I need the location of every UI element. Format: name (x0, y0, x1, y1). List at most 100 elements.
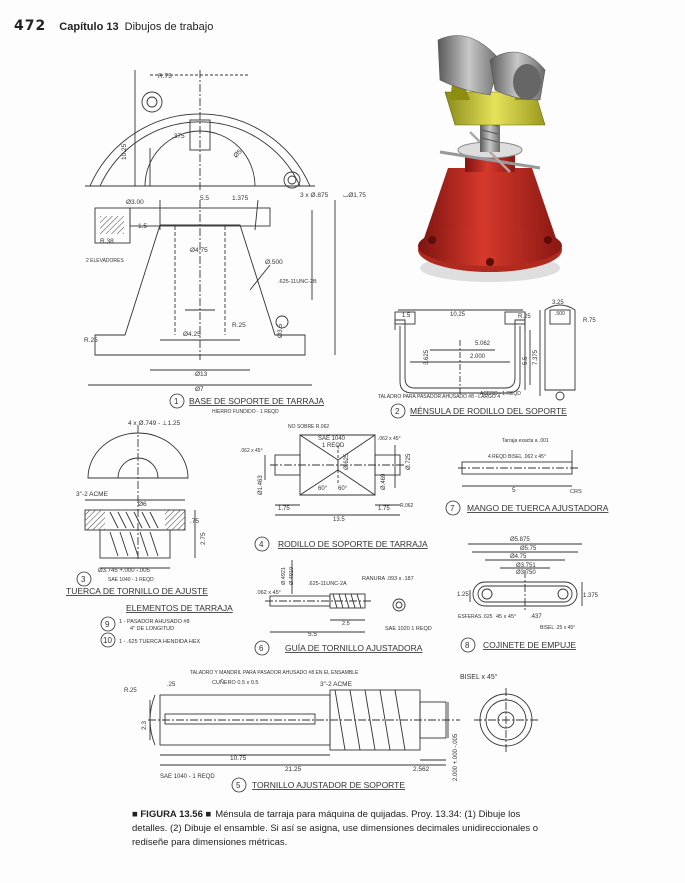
page-number: 472 (14, 18, 47, 34)
dim: R.25 (232, 322, 246, 329)
dim: Ø.625 (344, 453, 350, 470)
dim: R.062 (400, 503, 414, 509)
dim: .75 (190, 518, 199, 525)
dim: 4 REQD BISEL .062 x 45° (488, 454, 546, 460)
part-title: TUERCA DE TORNILLO DE AJUSTE (66, 586, 208, 596)
item-text: 1 - PASADOR AHUSADO #8 (119, 619, 190, 625)
dim: Ø4.25 (183, 331, 201, 338)
part-7-handle-drawing (458, 450, 578, 487)
dim: ⌴Ø1.75 (343, 192, 366, 199)
dim: R.75 (583, 318, 596, 324)
part-1-base-drawing (85, 70, 336, 386)
dim: 3"-2 ACME (76, 491, 109, 498)
part-8-label: 8 COJINETE DE EMPUJE (460, 637, 576, 653)
part-3-dimensions: 4 x Ø.749 - ⊥1.25 3"-2 ACME Ø6 .75 2.75 … (76, 420, 207, 583)
part-number: 1 (174, 397, 179, 406)
note: ACERO - 1 REQD (480, 391, 521, 397)
chapter-title: Dibujos de trabajo (124, 21, 214, 33)
item-number: 9 (105, 620, 110, 629)
dim: CUÑERO 0.5 x 0.5 (212, 679, 258, 686)
dim: BISEL x 45° (460, 673, 498, 681)
dim: 2.5 (342, 621, 350, 627)
dim: 10.25 (121, 143, 128, 160)
dim: 10.25 (450, 312, 466, 318)
dim: .062 x 45° (256, 590, 281, 596)
part-title: BASE DE SOPORTE DE TARRAJA (189, 396, 324, 406)
item-number: 10 (103, 636, 112, 645)
dim: R.25 (84, 337, 98, 344)
dim: 60° (318, 486, 328, 492)
dim: .625-11UNC-2B (278, 279, 317, 285)
dim: 1.75 (278, 506, 290, 512)
part-8-dimensions: Ø5.875 Ø5.75 Ø4.75 Ø3.751 Ø3.750 1.25 1.… (457, 537, 599, 631)
dim: Ø3.00 (126, 199, 144, 206)
part-number: 5 (236, 781, 241, 790)
dim: Ø1.463 (258, 475, 264, 495)
dim: 5 (512, 487, 516, 494)
dim: 21.25 (285, 766, 302, 773)
dim: 7.375 (533, 349, 539, 365)
dim: Ø5 (232, 148, 243, 159)
dim: R.25 (518, 314, 531, 320)
part-title: RODILLO DE SOPORTE DE TARRAJA (278, 539, 428, 549)
dim: 2.3 (141, 721, 148, 730)
dim: 60° (338, 486, 348, 492)
dim: TALADRO Y MANDRIL PARA PASADOR AHUSADO #… (190, 670, 359, 676)
item-text: 1 - .625 TUERCA HENDIDA HEX (119, 639, 201, 645)
dim: 2 ELEVADORES (86, 258, 124, 264)
dim: 1.375 (583, 593, 599, 599)
dim: 5.5 (308, 631, 317, 638)
part-7-dimensions: Tarraja exacta a .001 4 REQD BISEL .062 … (488, 438, 582, 495)
dim: 3"-2 ACME (320, 681, 353, 688)
part-3-nut-drawing (84, 425, 196, 569)
dim: .437 (530, 614, 542, 620)
running-header: 472 Capítulo 13 Dibujos de trabajo (14, 18, 213, 34)
item-text: 4" DE LONGITUD (130, 626, 174, 632)
dim: 3.25 (552, 300, 564, 306)
dim: Ø3.750 (516, 570, 536, 576)
dim: 3 x Ø.875 (300, 192, 329, 199)
dim: RANURA .093 x .187 (362, 576, 414, 582)
part-title: MÉNSULA DE RODILLO DEL SOPORTE (410, 406, 567, 416)
dim: R.38 (100, 238, 114, 245)
dim: 5.5 (200, 195, 209, 202)
dim: SAE 1040 (318, 436, 346, 442)
part-material: SAE 1040 - 1 REQD (108, 577, 154, 583)
part-5-label: 5 TORNILLO AJUSTADOR DE SOPORTE (231, 777, 405, 793)
dim: 4 x Ø.749 - ⊥1.25 (128, 420, 181, 427)
part-number: 8 (465, 641, 470, 650)
dim: Ø.4921 (281, 567, 287, 585)
dim: Ø3.751 (516, 563, 536, 569)
dim: 2.75 (200, 532, 207, 545)
dim: .500 (555, 311, 565, 317)
dim: 1 REQD (322, 443, 345, 449)
dim: .375 (172, 133, 185, 140)
part-5-screw-drawing (148, 688, 538, 766)
caption-text: Ménsula de tarraja para máquina de quija… (132, 809, 539, 848)
part-title: COJINETE DE EMPUJE (483, 640, 576, 650)
dim: R.25 (124, 688, 137, 694)
dim: BISEL .25 x 45° (540, 625, 575, 631)
part-number: 2 (395, 407, 400, 416)
figure-number: ■ FIGURA 13.56 ■ (132, 809, 212, 820)
part-4-label: 4 RODILLO DE SOPORTE DE TARRAJA (254, 536, 428, 552)
part-7-label: 7 MANGO DE TUERCA AJUSTADORA (445, 500, 609, 516)
dim: Ø7 (195, 386, 204, 393)
dim: 2.000 (470, 354, 486, 360)
dim: 1.75 (378, 506, 390, 512)
dim: NO SOBRE R.062 (288, 424, 329, 430)
dim: Ø6 (138, 501, 147, 508)
part-6-guide-drawing (265, 560, 406, 633)
dim: R.75 (158, 73, 172, 80)
dim: Ø.725 (406, 453, 412, 470)
part-6-dimensions: Ø.4921 Ø.4910 .625-11UNC-2A RANURA .093 … (256, 567, 432, 638)
dim: .062 x 45° (240, 448, 263, 454)
dim: 45 x 45° (496, 614, 516, 620)
part-5-dimensions: TALADRO Y MANDRIL PARA PASADOR AHUSADO #… (124, 670, 498, 781)
part-material: HIERRO FUNDIDO - 1 REQD (212, 409, 279, 415)
part-number: 6 (259, 644, 264, 653)
list-title: ELEMENTOS DE TARRAJA (126, 603, 233, 613)
dim: .625-11UNC-2A (308, 581, 347, 587)
part-title: TORNILLO AJUSTADOR DE SOPORTE (252, 780, 405, 790)
